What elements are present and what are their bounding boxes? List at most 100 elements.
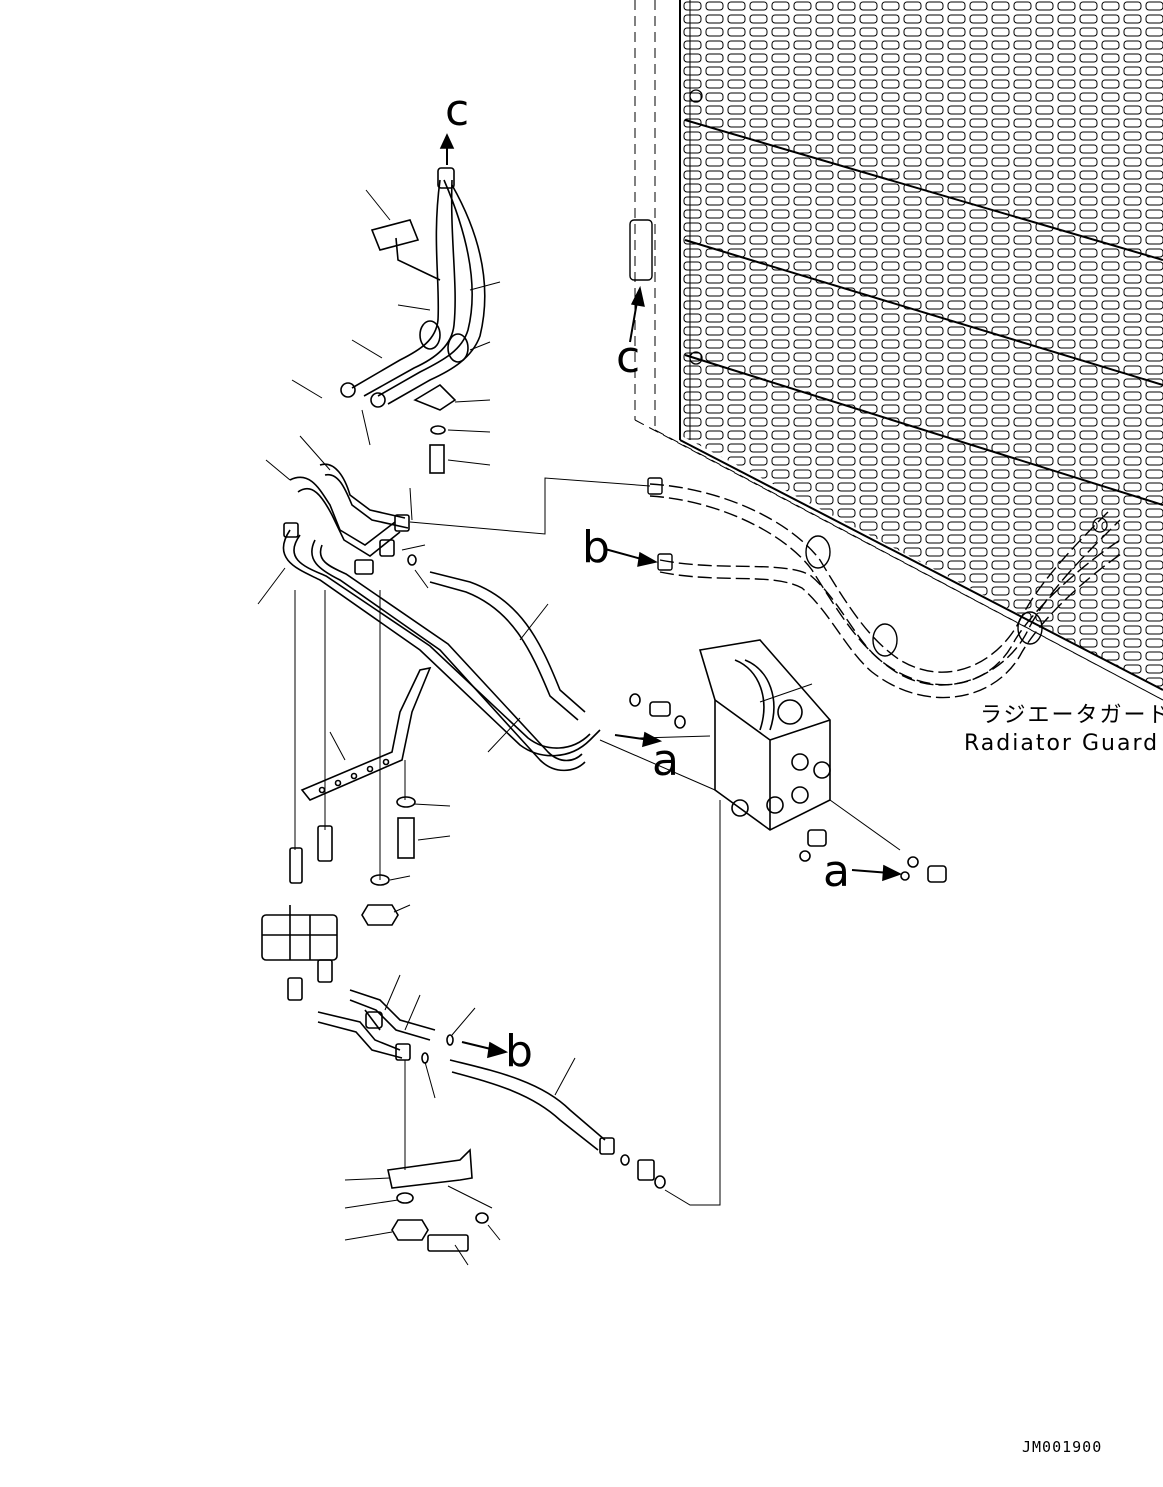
lower-bracket — [387, 1148, 473, 1189]
radiator-guard-label-en: Radiator Guard — [964, 731, 1159, 756]
guard-clamp-3 — [1017, 611, 1043, 645]
guard-hose-1 — [649, 483, 1111, 673]
lower-oring-2 — [620, 1154, 630, 1166]
guard-frame-bottom — [679, 439, 1163, 691]
arrowhead-b-upper — [637, 551, 658, 567]
hose-fitting-top — [437, 167, 455, 189]
valve-oring-4 — [907, 856, 919, 868]
radiator-guard-grille — [680, 0, 1163, 690]
pipe-long-2b — [319, 544, 583, 762]
valve-port-5 — [813, 761, 831, 779]
guard-clamp-1 — [805, 535, 831, 569]
bolt-upper — [429, 444, 445, 474]
guard-clamp-2 — [872, 623, 898, 657]
lower-washer-2 — [475, 1212, 489, 1224]
lower-hose-clamp — [365, 1011, 383, 1029]
lower-hose-y — [317, 989, 436, 1051]
guard-hose-assembly — [649, 483, 1125, 699]
fitting-mid-4 — [379, 539, 395, 557]
callout-c-right: c — [616, 332, 640, 383]
fitting-mid-3 — [394, 514, 410, 532]
guard-ghost-outline — [634, 0, 1163, 701]
pipe-2b — [324, 473, 409, 529]
guard-hose-2b — [659, 551, 1125, 699]
valve-hose-loop — [734, 659, 775, 731]
guard-hose-clamps — [604, 219, 1043, 657]
upper-hose-assembly — [291, 133, 501, 474]
guard-bolt-3 — [1092, 517, 1108, 533]
pipe-1b — [297, 487, 401, 557]
hose-clamp-2 — [447, 333, 469, 363]
washer-2 — [396, 796, 416, 808]
valve-port-3 — [791, 786, 809, 804]
leader-to-guard — [409, 477, 651, 535]
lower-oring-1 — [421, 1052, 429, 1064]
control-valve — [599, 639, 947, 1206]
bracket-hole-2 — [334, 779, 342, 787]
lower-oring-4 — [446, 1034, 454, 1046]
tee-fitting-1 — [289, 847, 303, 884]
nut-2 — [361, 904, 399, 926]
upper-bracket — [370, 219, 441, 281]
guard-hose-fitting-2 — [657, 553, 673, 571]
valve-oring-5 — [900, 871, 910, 881]
valve-body-face — [714, 699, 831, 830]
bracket-hole-3 — [350, 772, 358, 780]
drawing-code: JM001900 — [1022, 1438, 1102, 1456]
callout-b-upper: b — [582, 522, 610, 573]
arrowhead-c-top — [439, 133, 455, 149]
valve-port-1 — [731, 799, 749, 817]
long-bracket — [300, 666, 432, 801]
guard-bar-1 — [684, 119, 1163, 261]
valve-fitting-1 — [649, 701, 671, 717]
valve-fitting-3 — [927, 865, 947, 883]
lower-bolt — [427, 1234, 469, 1252]
radiator-guard — [634, 0, 1163, 701]
valve-oring-2 — [674, 715, 686, 729]
valve-fitting-2 — [807, 829, 827, 847]
arrowhead-a-lower — [882, 864, 903, 882]
callout-c-top: c — [445, 85, 469, 136]
lower-junction-assembly — [261, 825, 666, 1266]
arrowhead-a-middle — [642, 731, 663, 748]
middle-pipe-assembly — [257, 435, 651, 772]
guard-bar-2 — [684, 239, 1163, 386]
hose-end-2 — [370, 392, 386, 408]
fitting-mid-2 — [354, 559, 374, 575]
bracket-hole-4 — [366, 765, 374, 773]
guard-hose-1b — [649, 495, 1121, 686]
brackets-and-fasteners — [294, 590, 451, 926]
lower-fitting-1 — [287, 977, 303, 1001]
valve-solenoid — [777, 699, 803, 725]
guard-bolt-1 — [689, 89, 703, 103]
guard-hose-2 — [659, 539, 1121, 686]
bracket-hole-1 — [318, 786, 326, 794]
valve-port-2 — [766, 796, 784, 814]
lower-fitting-5 — [637, 1159, 655, 1181]
valve-oring-3 — [799, 850, 811, 862]
lower-hose-y-b — [317, 999, 431, 1059]
arrow-b-upper — [604, 548, 646, 561]
valve-port-4 — [791, 753, 809, 771]
hose-end-1 — [340, 382, 356, 398]
hose-c-upper-2b — [387, 184, 486, 405]
oring-mid — [407, 554, 417, 566]
lower-fitting-3 — [395, 1043, 411, 1061]
hose-c-upper-1 — [351, 179, 441, 389]
pipe-long-1 — [282, 529, 601, 757]
bolt-2 — [397, 817, 415, 859]
tee-fitting-2 — [317, 825, 333, 862]
lower-oring-3 — [654, 1175, 666, 1189]
valve-oring-1 — [629, 693, 641, 707]
guard-bar-3 — [684, 354, 1163, 506]
hose-c-upper-1b — [363, 179, 456, 397]
junction-block — [261, 914, 338, 961]
lower-fitting-2 — [317, 959, 333, 983]
guard-bolt-2 — [689, 351, 703, 365]
leader-lines-lower-bracket — [344, 1177, 501, 1266]
clamp-bracket — [413, 383, 457, 411]
lower-fitting-4 — [599, 1137, 615, 1155]
guide-lines-vertical — [294, 590, 406, 880]
hose-c-upper-2 — [377, 179, 473, 397]
